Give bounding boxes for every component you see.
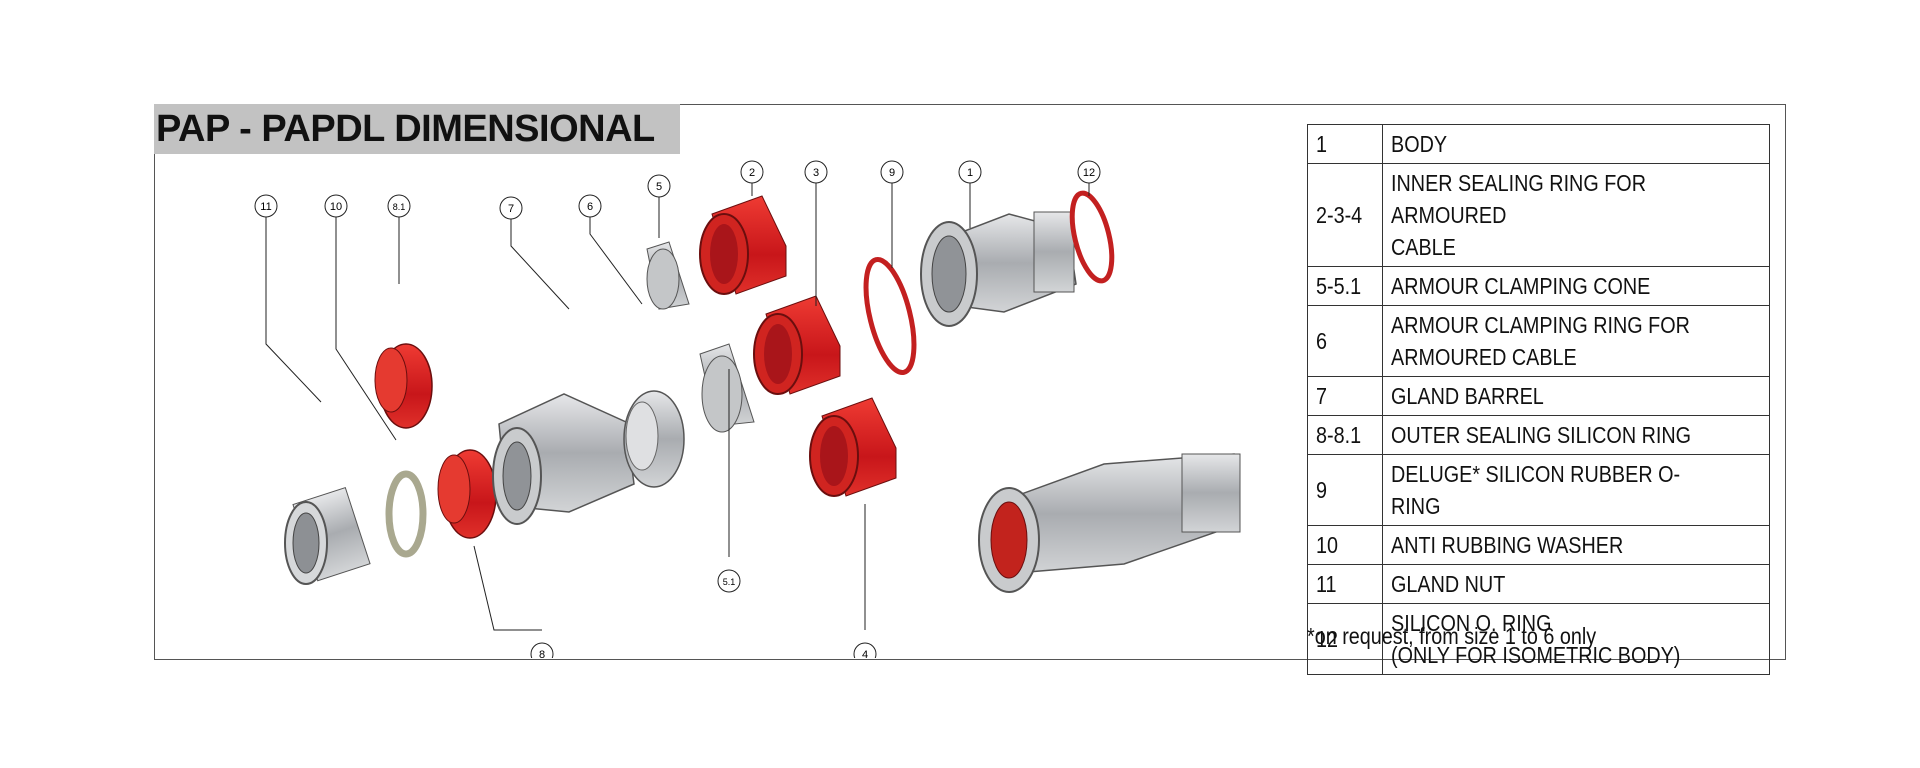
callout-4: 4	[853, 642, 877, 658]
legend-number: 11	[1307, 564, 1383, 604]
legend-number: 9	[1307, 454, 1383, 526]
callout-1: 1	[958, 160, 982, 184]
callout-label: 4	[862, 649, 868, 658]
part-inner-sealing-ring-3	[753, 295, 841, 395]
callout-label: 2	[749, 167, 755, 179]
callout-label: 3	[813, 167, 819, 179]
legend-description: GLAND NUT	[1382, 564, 1770, 604]
part-silicon-o-ring	[1069, 190, 1115, 284]
legend-number: 2-3-4	[1307, 163, 1383, 267]
callout-6: 6	[578, 194, 602, 218]
legend-description: ARMOUR CLAMPING RING FOR ARMOURED CABLE	[1382, 305, 1770, 377]
callout-label: 7	[508, 203, 514, 215]
callout-10: 10	[324, 194, 348, 218]
part-inner-sealing-ring-2	[699, 195, 787, 295]
callout-label: 6	[587, 201, 593, 213]
exploded-diagram: 11 10 8.1 7 6 5 2 3 9 1 12 5.1 8 4	[254, 160, 1241, 658]
callout-8-1: 8.1	[387, 194, 411, 218]
callout-label: 8	[539, 649, 545, 658]
callout-5: 5	[647, 174, 671, 198]
callout-label: 10	[330, 201, 342, 213]
assembled-gland	[978, 453, 1241, 593]
part-deluge-o-ring	[863, 257, 917, 375]
callout-12: 12	[1077, 160, 1101, 184]
legend-number: 7	[1307, 376, 1383, 416]
callout-8: 8	[530, 642, 554, 658]
part-inner-sealing-ring-4	[809, 397, 897, 497]
callout-11: 11	[254, 194, 278, 218]
part-body	[920, 211, 1077, 327]
legend-description: DELUGE* SILICON RUBBER O-RING	[1382, 454, 1770, 526]
callout-5-1: 5.1	[717, 569, 741, 593]
callout-label: 8.1	[393, 202, 406, 212]
callout-3: 3	[804, 160, 828, 184]
callout-label: 11	[260, 201, 271, 213]
callout-2: 2	[740, 160, 764, 184]
part-outer-sealing-ring-8-1	[374, 343, 433, 429]
part-clamping-ring	[623, 390, 685, 488]
callout-label: 5.1	[723, 577, 736, 587]
part-clamping-cone-5-1	[699, 343, 755, 433]
legend-description: INNER SEALING RING FOR ARMOURED CABLE	[1382, 163, 1770, 267]
legend-description: SILICON O. RING (ONLY FOR ISOMETRIC BODY…	[1382, 603, 1770, 675]
callout-7: 7	[499, 196, 523, 220]
callout-layer: 11 10 8.1 7 6 5 2 3 9 1 12 5.1 8 4	[254, 160, 1101, 658]
page-title: PAP - PAPDL DIMENSIONAL	[154, 104, 680, 154]
part-anti-rubbing-washer	[385, 470, 427, 558]
callout-label: 12	[1083, 167, 1095, 179]
footnote: *on request, from size 1 to 6 only	[1307, 623, 1597, 649]
part-gland-nut	[284, 486, 371, 585]
callout-label: 9	[889, 167, 895, 179]
legend-description: BODY	[1382, 124, 1770, 164]
legend-description: ARMOUR CLAMPING CONE	[1382, 266, 1770, 306]
legend-number: 10	[1307, 525, 1383, 565]
legend-description: GLAND BARREL	[1382, 376, 1770, 416]
legend-description: ANTI RUBBING WASHER	[1382, 525, 1770, 565]
callout-label: 5	[656, 181, 662, 193]
part-clamping-cone-5	[646, 241, 690, 310]
callout-label: 1	[967, 167, 973, 179]
legend-description: OUTER SEALING SILICON RING	[1382, 415, 1770, 455]
part-outer-sealing-ring-8	[437, 449, 497, 539]
legend-number: 6	[1307, 305, 1383, 377]
callout-9: 9	[880, 160, 904, 184]
part-gland-barrel	[492, 393, 635, 525]
legend-number: 5-5.1	[1307, 266, 1383, 306]
legend-number: 1	[1307, 124, 1383, 164]
legend-number: 12	[1307, 603, 1383, 675]
drawing-frame	[154, 104, 1786, 660]
legend-number: 8-8.1	[1307, 415, 1383, 455]
